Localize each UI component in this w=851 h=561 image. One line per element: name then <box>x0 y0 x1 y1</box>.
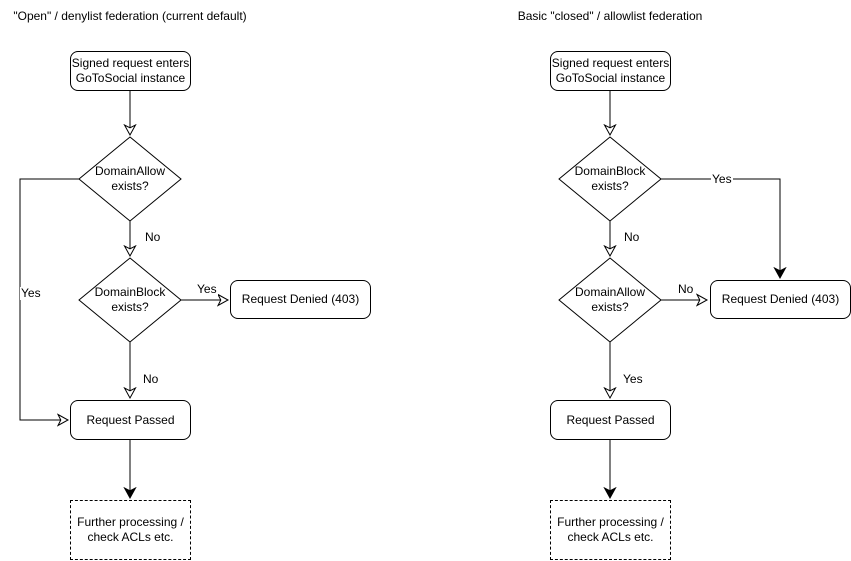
right-start-node: Signed request enters GoToSocial instanc… <box>550 51 671 91</box>
right-decision1-diamond <box>558 136 662 222</box>
right-edge-label-decision2-no: No <box>677 282 695 296</box>
left-edge-label-decision1-yes: Yes <box>20 286 42 300</box>
left-decision1-diamond <box>78 136 182 222</box>
right-decision1-label: DomainBlock exists? <box>574 164 646 193</box>
left-start-node: Signed request enters GoToSocial instanc… <box>70 51 191 91</box>
right-edge-label-decision1-no: No <box>623 230 641 244</box>
right-edge-decision1-yes <box>661 178 780 278</box>
left-passed-node: Request Passed <box>70 400 191 440</box>
left-chart-title: "Open" / denylist federation (current de… <box>13 9 247 23</box>
left-further-processing-node: Further processing / check ACLs etc. <box>70 500 191 560</box>
left-decision2-label: DomainBlock exists? <box>94 285 166 314</box>
right-denied-node: Request Denied (403) <box>710 280 851 319</box>
left-edge-label-decision2-no: No <box>142 372 160 386</box>
left-edge-label-decision2-yes: Yes <box>196 282 218 296</box>
left-decision1-label: DomainAllow exists? <box>94 164 166 193</box>
right-decision2-label: DomainAllow exists? <box>574 285 646 314</box>
right-passed-node: Request Passed <box>550 400 671 440</box>
right-further-processing-node: Further processing / check ACLs etc. <box>550 500 671 560</box>
right-chart-title: Basic "closed" / allowlist federation <box>517 9 703 23</box>
left-decision2-diamond <box>78 257 182 343</box>
left-edge-label-decision1-no: No <box>144 230 162 244</box>
left-denied-node: Request Denied (403) <box>230 280 371 319</box>
right-edge-label-decision1-yes: Yes <box>711 172 733 186</box>
right-edge-label-decision2-yes: Yes <box>622 372 644 386</box>
right-decision2-diamond <box>558 257 662 343</box>
